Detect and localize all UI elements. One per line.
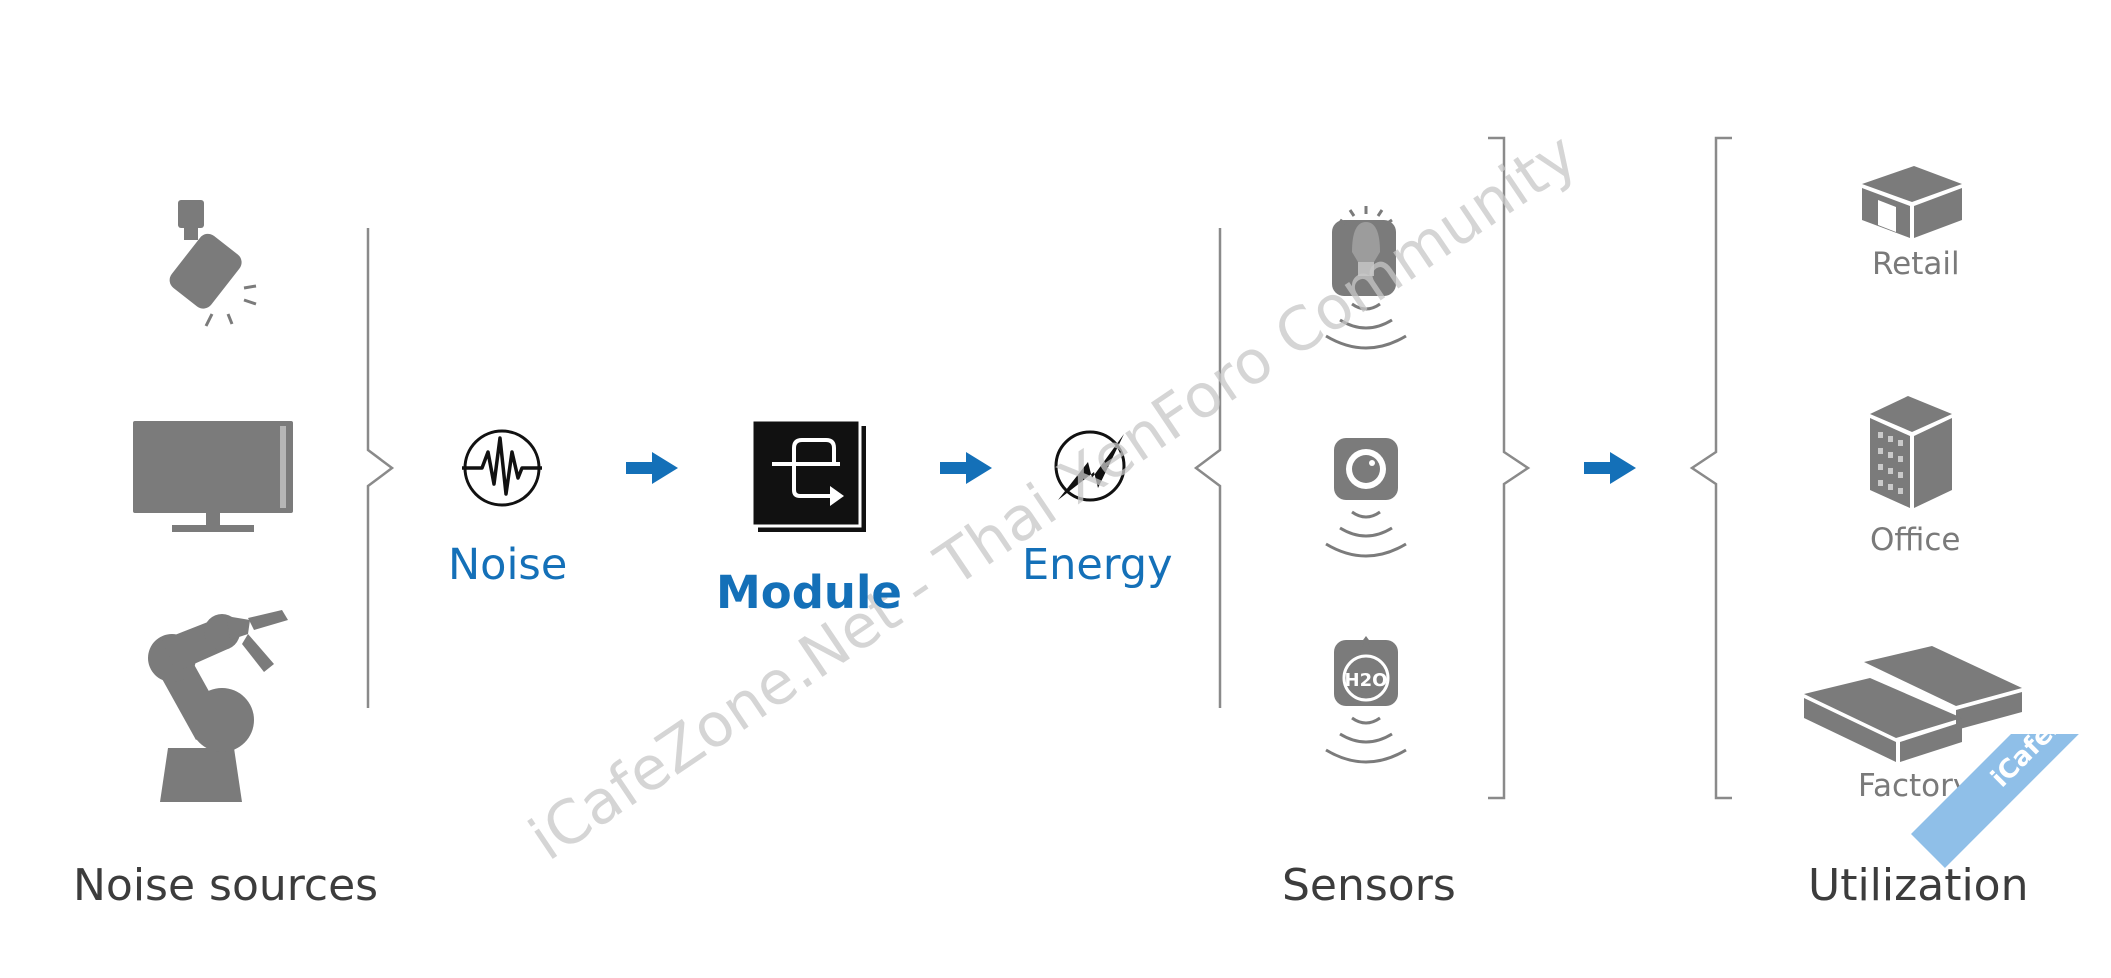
wireless-signal-icon <box>1325 716 1407 764</box>
sensors-label: Sensors <box>1282 860 1456 911</box>
sensors-open-bracket <box>1193 228 1222 708</box>
retail-building-icon <box>1862 166 1962 238</box>
camera-sensor-icon <box>1334 438 1398 500</box>
corner-watermark-badge: iCafeZone <box>1871 734 2111 974</box>
module-icon <box>750 418 866 532</box>
utilization-label: Utilization <box>1808 860 2029 911</box>
energy-lightning-icon <box>1054 430 1126 502</box>
left-group-bracket <box>366 228 395 708</box>
noise-label: Noise <box>448 540 568 590</box>
wireless-signal-icon <box>1325 510 1407 558</box>
office-building-icon <box>1870 396 1952 508</box>
factory-building-icon <box>1804 646 2022 762</box>
arrow-module-to-energy <box>940 452 992 484</box>
arrow-sensors-to-utilization <box>1584 452 1636 484</box>
module-label: Module <box>716 566 902 619</box>
water-sensor-icon: H2O <box>1334 636 1398 706</box>
spotlight-icon <box>169 200 257 327</box>
wireless-signal-icon <box>1325 302 1407 350</box>
sensors-close-bracket <box>1488 136 1531 800</box>
utilization-open-bracket <box>1689 136 1732 800</box>
monitor-icon <box>133 421 293 532</box>
watermark-text: iCafeZone.Net - Thai XenForo Community <box>517 119 1589 874</box>
arrow-noise-to-module <box>626 452 678 484</box>
office-label: Office <box>1870 522 1961 558</box>
energy-label: Energy <box>1022 540 1173 590</box>
retail-label: Retail <box>1872 246 1960 282</box>
corner-watermark-text: iCafeZone <box>1911 734 2111 868</box>
noise-waveform-icon <box>462 429 542 507</box>
water-sensor-text: H2O <box>1345 670 1388 691</box>
noise-sources-label: Noise sources <box>73 860 379 911</box>
light-sensor-icon <box>1332 206 1396 296</box>
robot-arm-icon <box>148 610 288 802</box>
